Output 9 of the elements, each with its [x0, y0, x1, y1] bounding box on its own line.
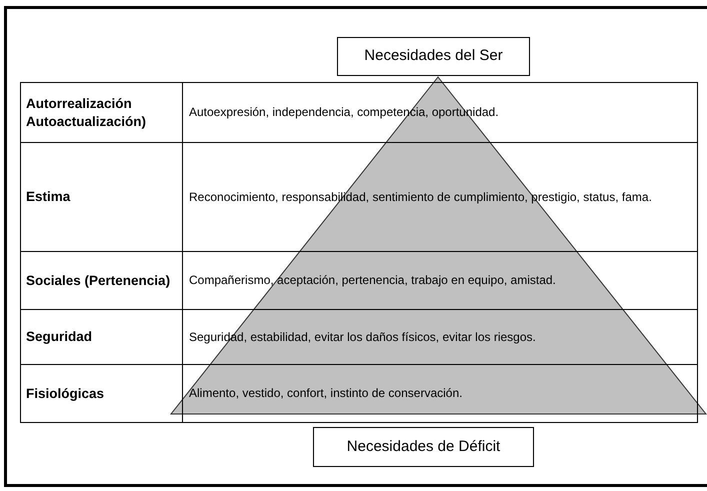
table-cell-text: Compañerismo, aceptación, pertenencia, trabajo en equipo, amistad. [188, 272, 557, 290]
table-cell: Sociales (Pertenencia) [21, 252, 183, 309]
label-box: Necesidades de Déficit [313, 427, 534, 467]
label-box: Necesidades del Ser [337, 37, 530, 76]
table-cell-text: Alimento, vestido, confort, instinto de conservación. [188, 385, 464, 402]
table-cell: Autorrealización Autoactualización) [21, 83, 183, 142]
table-cell: Seguridad [21, 310, 183, 364]
table-cell: Estima [21, 143, 183, 251]
table-cell: Fisiológicas [21, 365, 183, 422]
